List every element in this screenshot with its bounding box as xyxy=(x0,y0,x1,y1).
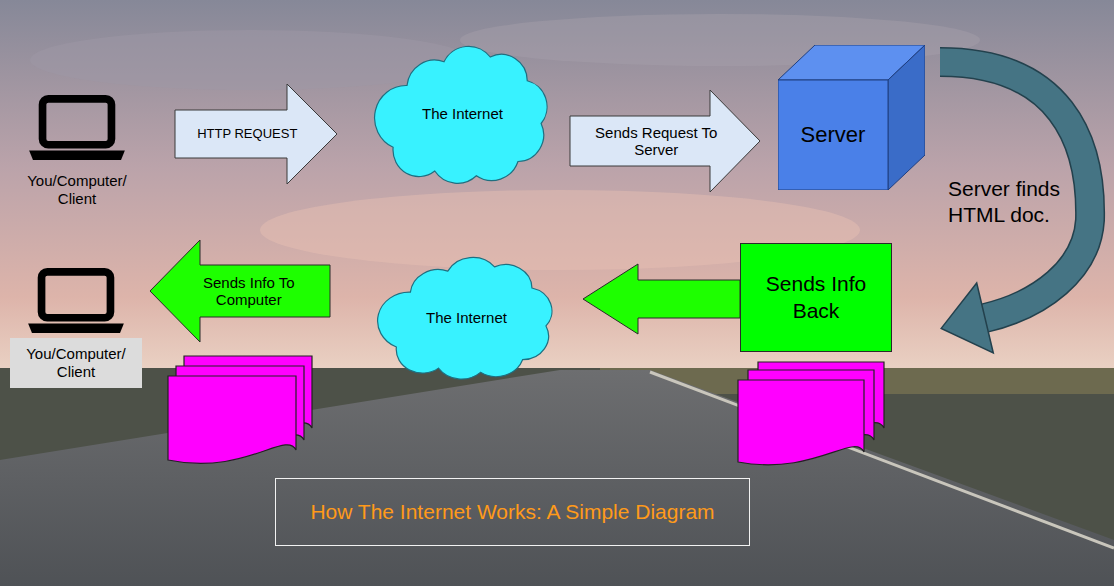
internet-cloud: The Internet xyxy=(373,250,560,385)
curved-arrow-outline xyxy=(940,62,1090,318)
arrow-shape xyxy=(150,240,330,342)
curved-arrow-band xyxy=(940,62,1090,318)
document-page xyxy=(168,376,296,463)
edge-label: HTTP REQUEST xyxy=(183,127,312,142)
block-arrow xyxy=(150,240,330,342)
edge-label: Server finds HTML doc. xyxy=(948,176,1066,227)
laptop-base xyxy=(29,151,125,161)
document-page xyxy=(738,380,864,465)
cloud-label: The Internet xyxy=(422,105,503,123)
edge-label-text: Sends Info To Computer xyxy=(176,274,323,309)
caption-text: How The Internet Works: A Simple Diagram xyxy=(310,500,714,524)
edge-label-text: HTTP REQUEST xyxy=(197,127,297,142)
cloud-label: The Internet xyxy=(426,309,507,327)
laptop-screen xyxy=(42,272,111,318)
sky xyxy=(0,0,1114,372)
document-stack xyxy=(168,356,312,463)
client-computer: You/Computer/ Client xyxy=(10,265,142,390)
block-arrow xyxy=(175,84,337,184)
cloud-shape xyxy=(375,46,547,183)
laptop-icon xyxy=(26,268,126,335)
cube-outline xyxy=(778,45,925,190)
laptop-screen xyxy=(43,99,112,145)
laptop-icon xyxy=(27,95,127,162)
arrow-shape xyxy=(175,84,337,184)
arrow-shape xyxy=(583,264,740,334)
caption-box: How The Internet Works: A Simple Diagram xyxy=(275,478,750,546)
server-label: Server xyxy=(801,122,866,148)
laptop-base xyxy=(28,324,124,334)
cube-front xyxy=(778,80,888,190)
block-arrow xyxy=(570,90,760,192)
ground xyxy=(0,368,1114,586)
server-cube: Server xyxy=(778,45,925,190)
curved-arrow-head xyxy=(941,283,993,353)
node-label: Sends Info Back xyxy=(749,271,883,324)
cube-side xyxy=(888,45,925,190)
node-label: You/Computer/ Client xyxy=(18,172,136,208)
road xyxy=(0,370,1114,586)
edge-label: Sends Info To Computer xyxy=(176,274,323,309)
node-label: You/Computer/ Client xyxy=(10,338,142,388)
sky-cloud xyxy=(30,30,470,90)
edge-label-text: Sends Request To Server xyxy=(578,124,735,159)
process-box: Sends Info Back xyxy=(740,243,892,352)
block-arrow xyxy=(583,264,740,334)
edge-label-text: Server finds HTML doc. xyxy=(948,176,1066,227)
client-computer: You/Computer/ Client xyxy=(18,92,136,212)
internet-cloud: The Internet xyxy=(370,38,555,190)
curved-arrow xyxy=(940,62,1090,353)
cloud-shape xyxy=(378,257,552,379)
edge-label: Sends Request To Server xyxy=(578,124,735,159)
document-stack xyxy=(738,362,884,465)
arrow-shape xyxy=(570,90,760,192)
